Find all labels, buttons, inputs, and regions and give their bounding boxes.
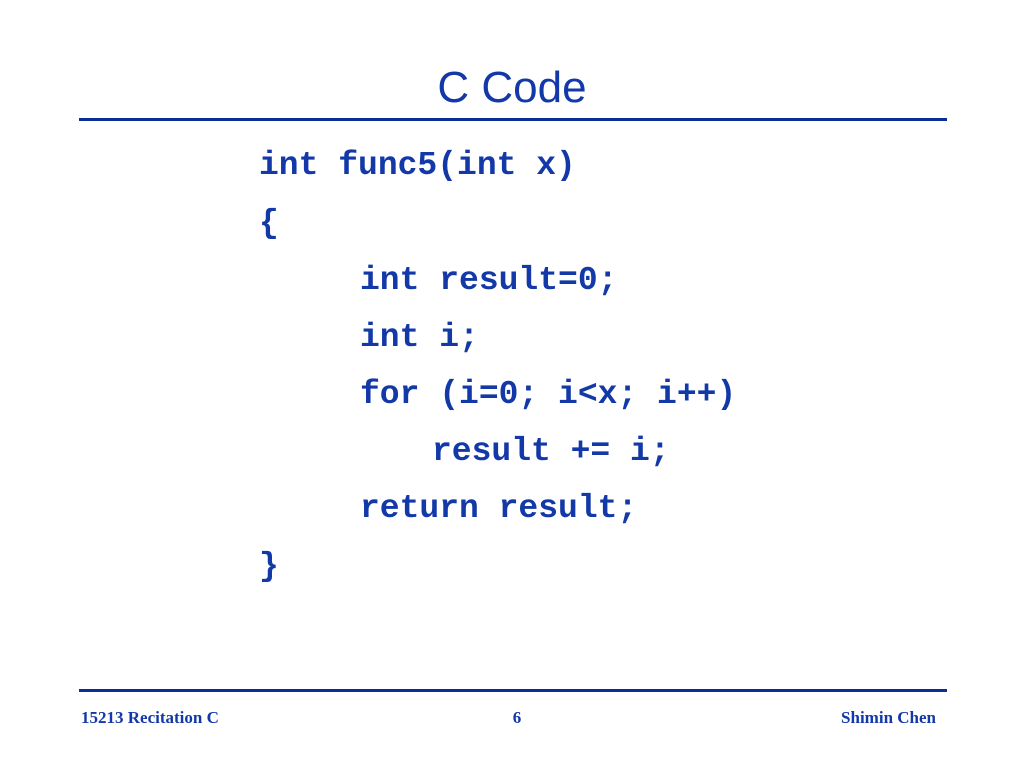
footer-course: 15213 Recitation C (81, 708, 219, 727)
code-line-index-declaration: int i; (360, 319, 479, 356)
code-line-return: return result; (360, 490, 638, 527)
code-line-open-brace: { (259, 205, 279, 242)
code-line-for-loop: for (i=0; i<x; i++) (360, 376, 737, 413)
code-line-result-declaration: int result=0; (360, 262, 618, 299)
footer-divider (79, 689, 947, 692)
slide-title: C Code (437, 63, 587, 112)
code-line-loop-body: result += i; (432, 433, 670, 470)
footer-page-number: 6 (512, 708, 522, 727)
code-line-function-signature: int func5(int x) (259, 147, 576, 184)
footer-author: Shimin Chen (841, 708, 936, 727)
title-divider (79, 118, 947, 121)
code-line-close-brace: } (259, 548, 279, 585)
